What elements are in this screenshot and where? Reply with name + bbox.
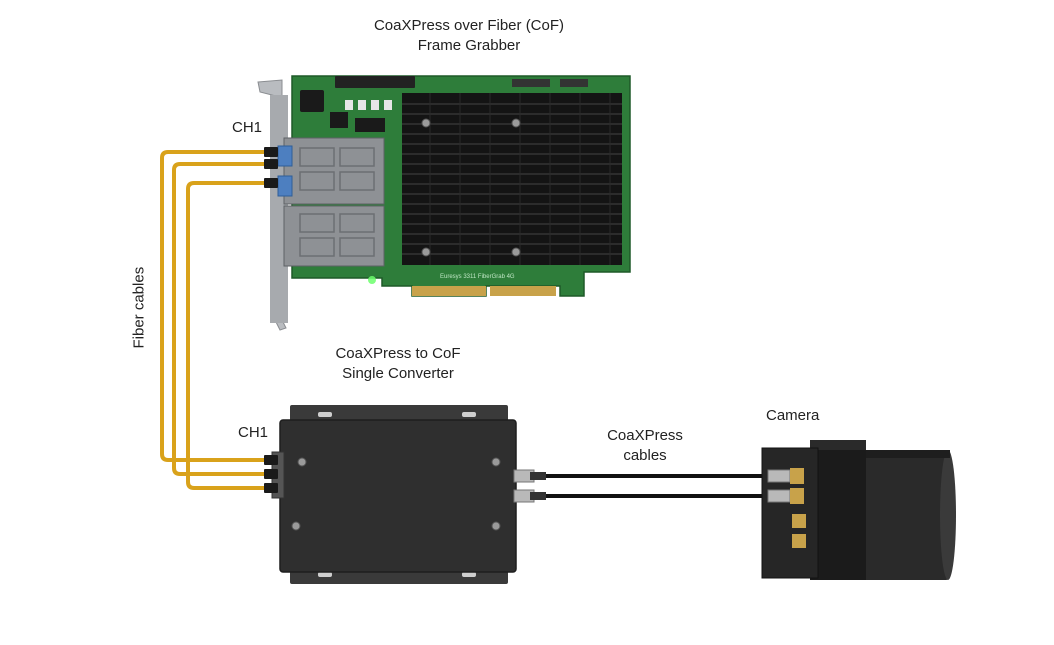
fiber-cables <box>160 150 272 490</box>
converter-body <box>279 419 517 573</box>
coax-cables-line1: CoaXPress <box>607 427 683 444</box>
converter-box <box>264 405 546 584</box>
heatsink <box>402 93 622 265</box>
converter-coax-connectors <box>513 469 546 503</box>
sfp-cages <box>277 137 385 267</box>
camera-back-panel <box>761 447 819 579</box>
pcie-gold-fingers <box>412 286 556 296</box>
fiber-cable-2 <box>172 162 272 476</box>
sfp-module-ch1 <box>277 145 293 167</box>
frame-grabber-title-line1: CoaXPress over Fiber (CoF) <box>373 17 565 34</box>
sfp-module-ch1b <box>277 175 293 197</box>
ch1-converter-label: CH1 <box>238 424 269 441</box>
pcb-components <box>345 100 392 110</box>
coax-cables-label: CoaXPress cables <box>590 426 700 466</box>
top-header-connector <box>335 76 415 88</box>
coaxpress-cables <box>546 474 770 498</box>
frame-grabber-title-line2: Frame Grabber <box>417 37 521 54</box>
status-led <box>368 276 376 284</box>
fiber-connectors-grabber <box>264 147 278 188</box>
ch1-grabber-label: CH1 <box>232 119 263 136</box>
converter-title: CoaXPress to CoF Single Converter <box>300 344 496 384</box>
pcb-silkscreen-text: Euresys 3311 FiberGrab 4G <box>440 274 515 280</box>
camera-coax-connectors <box>767 468 806 548</box>
heatsink-screws <box>421 118 521 257</box>
camera <box>761 440 956 580</box>
frame-grabber-card: Euresys 3311 FiberGrab 4G <box>257 75 631 331</box>
fiber-cable-3 <box>186 181 272 490</box>
coax-cables-line2: cables <box>623 447 667 464</box>
converter-screws <box>291 457 501 531</box>
camera-label: Camera <box>766 407 820 424</box>
fiber-cable-1 <box>160 150 272 462</box>
camera-lens <box>860 450 950 580</box>
camera-body <box>810 440 866 580</box>
frame-grabber-title: CoaXPress over Fiber (CoF) Frame Grabber <box>340 16 598 56</box>
converter-title-line1: CoaXPress to CoF <box>335 345 461 362</box>
converter-title-line2: Single Converter <box>342 365 454 382</box>
